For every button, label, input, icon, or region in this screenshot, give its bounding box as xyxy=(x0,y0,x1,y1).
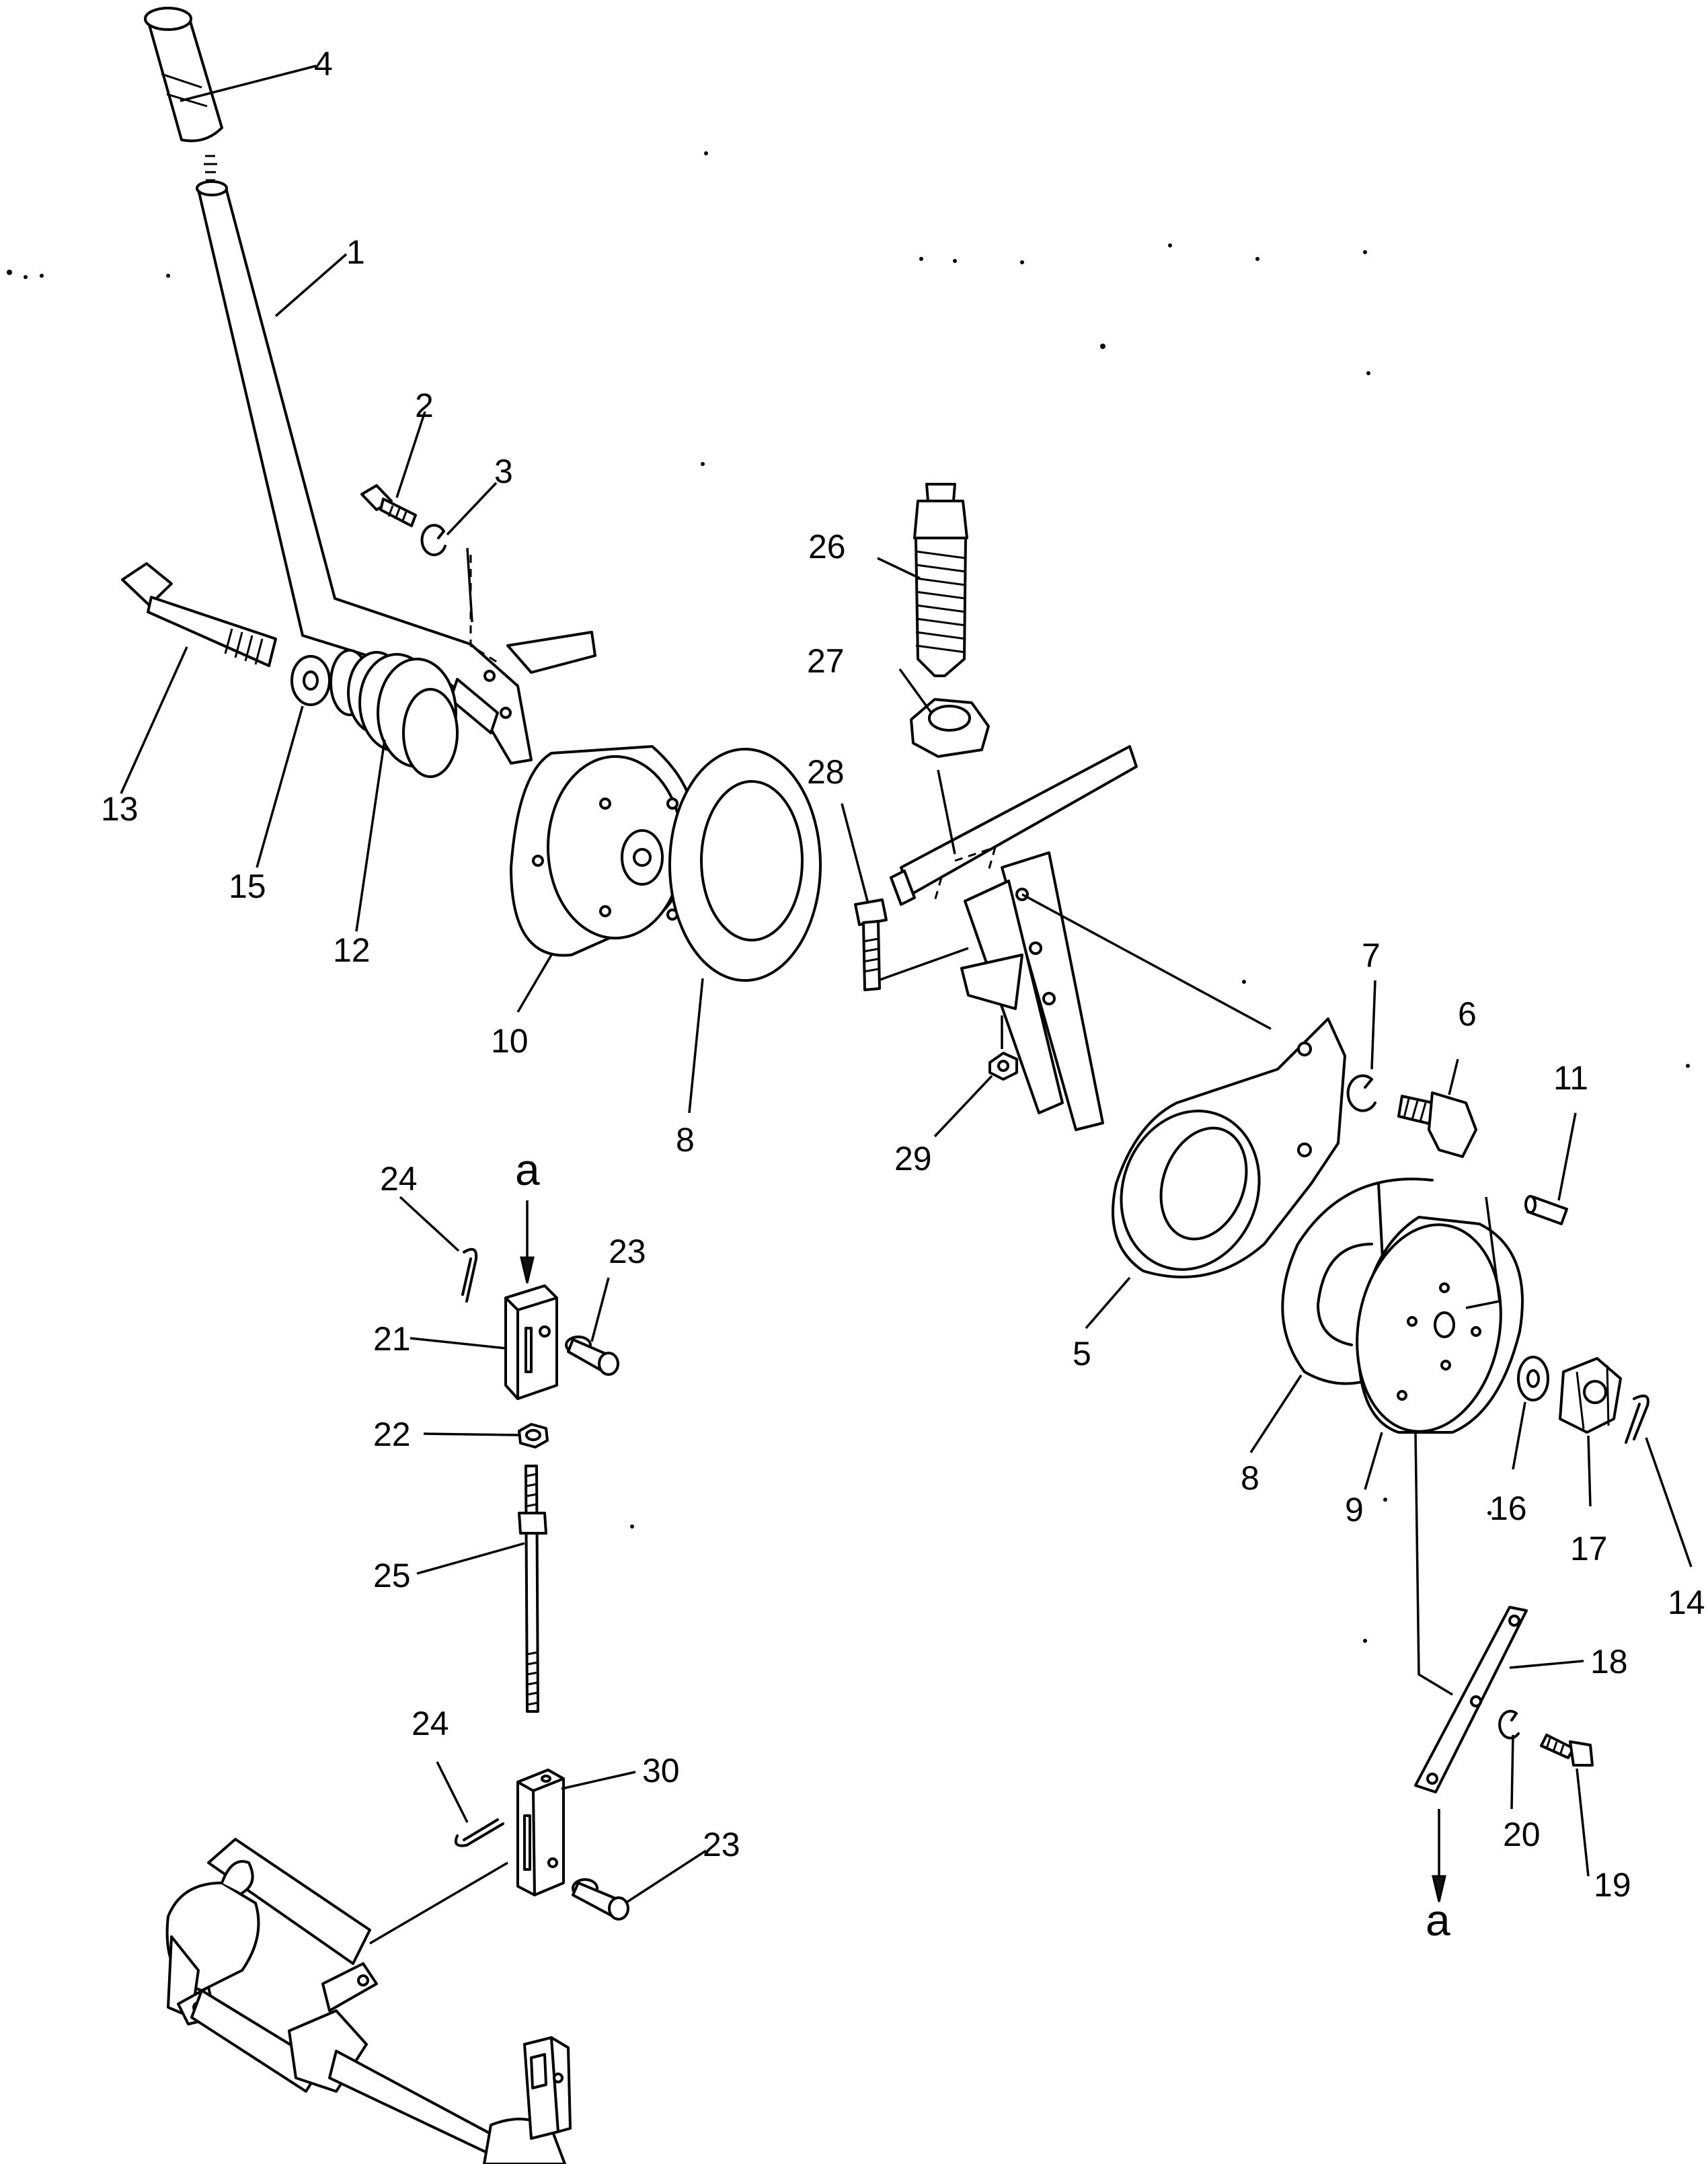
callout-6: 6 xyxy=(1458,995,1477,1033)
leader-lines xyxy=(120,65,1693,1904)
frame-bracket xyxy=(874,745,1272,1131)
callout-18: 18 xyxy=(1590,1643,1628,1680)
callout-13: 13 xyxy=(101,790,139,828)
callout-20: 20 xyxy=(1503,1816,1541,1853)
nut-27 xyxy=(910,698,990,758)
callout-8-left: 8 xyxy=(676,1121,695,1159)
callout-25: 25 xyxy=(373,1557,411,1594)
callout-8-right: 8 xyxy=(1241,1459,1259,1497)
threaded-rod-25 xyxy=(518,1465,547,1713)
callout-30: 30 xyxy=(642,1752,680,1789)
connector-bottom xyxy=(1432,1809,1446,1902)
clevis-21 xyxy=(504,1284,558,1400)
callout-5: 5 xyxy=(1073,1335,1091,1373)
callout-21: 21 xyxy=(373,1320,411,1358)
clevis-pin-23-top xyxy=(565,1336,619,1376)
friction-plate-8-right xyxy=(1281,1177,1434,1385)
callout-11: 11 xyxy=(1553,1059,1588,1097)
cross-shaft-assembly xyxy=(165,1838,572,2164)
nut-29 xyxy=(988,1052,1018,1081)
callout-17: 17 xyxy=(1570,1530,1608,1568)
callout-1: 1 xyxy=(346,233,365,271)
washer-16 xyxy=(1517,1356,1549,1401)
bolt-19 xyxy=(1540,1734,1594,1767)
callout-23-bottom: 23 xyxy=(703,1826,740,1863)
link-plate-18 xyxy=(1414,1432,1528,1793)
bracket-plate-5 xyxy=(1112,1017,1346,1278)
washer-20 xyxy=(1498,1709,1520,1740)
callout-4: 4 xyxy=(314,45,333,83)
callout-27: 27 xyxy=(807,642,845,680)
callout-26: 26 xyxy=(808,528,846,566)
callout-29: 29 xyxy=(894,1140,932,1177)
connector-label-bottom: a xyxy=(1426,1895,1450,1945)
clevis-30 xyxy=(516,1769,565,1896)
spring-12 xyxy=(329,649,459,778)
callout-2: 2 xyxy=(415,387,434,424)
clevis-pin-23-bottom xyxy=(572,1878,629,1921)
callout-24-top: 24 xyxy=(380,1160,418,1198)
callout-10: 10 xyxy=(491,1022,529,1060)
callout-9: 9 xyxy=(1345,1491,1364,1529)
connector-label-top: a xyxy=(515,1145,540,1194)
bolt-6 xyxy=(1397,1091,1477,1158)
pin-11 xyxy=(1524,1195,1568,1225)
cotter-pin-14 xyxy=(1625,1394,1649,1444)
washer-3 xyxy=(420,524,447,557)
jam-nut-22 xyxy=(518,1423,549,1448)
callout-15: 15 xyxy=(229,867,266,905)
bolt-28 xyxy=(854,898,888,991)
washer-7 xyxy=(1346,1074,1376,1112)
callout-labels: 4 1 2 3 26 27 28 13 15 12 10 8 29 7 6 11… xyxy=(101,45,1705,1945)
callout-3: 3 xyxy=(494,453,513,490)
castle-nut-17 xyxy=(1559,1357,1622,1434)
callout-24-bottom: 24 xyxy=(412,1705,449,1742)
callout-22: 22 xyxy=(373,1416,411,1453)
callout-7: 7 xyxy=(1362,937,1381,974)
grip-knob xyxy=(144,7,223,182)
washer-15 xyxy=(290,655,331,706)
callout-28: 28 xyxy=(807,753,845,791)
cotter-pin-24-bottom xyxy=(454,1818,504,1847)
callout-12: 12 xyxy=(333,931,371,969)
bolt-2 xyxy=(360,484,417,527)
adjuster-26 xyxy=(913,483,968,677)
callout-19: 19 xyxy=(1594,1866,1631,1904)
housing-10 xyxy=(510,745,697,957)
disc-9 xyxy=(1356,1196,1524,1434)
callout-23-top: 23 xyxy=(609,1233,646,1270)
scan-specks xyxy=(7,151,1690,1643)
callout-16: 16 xyxy=(1489,1490,1527,1527)
connector-top xyxy=(520,1200,535,1284)
callout-14: 14 xyxy=(1668,1584,1705,1621)
bolt-13 xyxy=(121,562,277,667)
friction-plate-8-left xyxy=(668,748,822,982)
cotter-pin-24-top xyxy=(461,1247,478,1303)
